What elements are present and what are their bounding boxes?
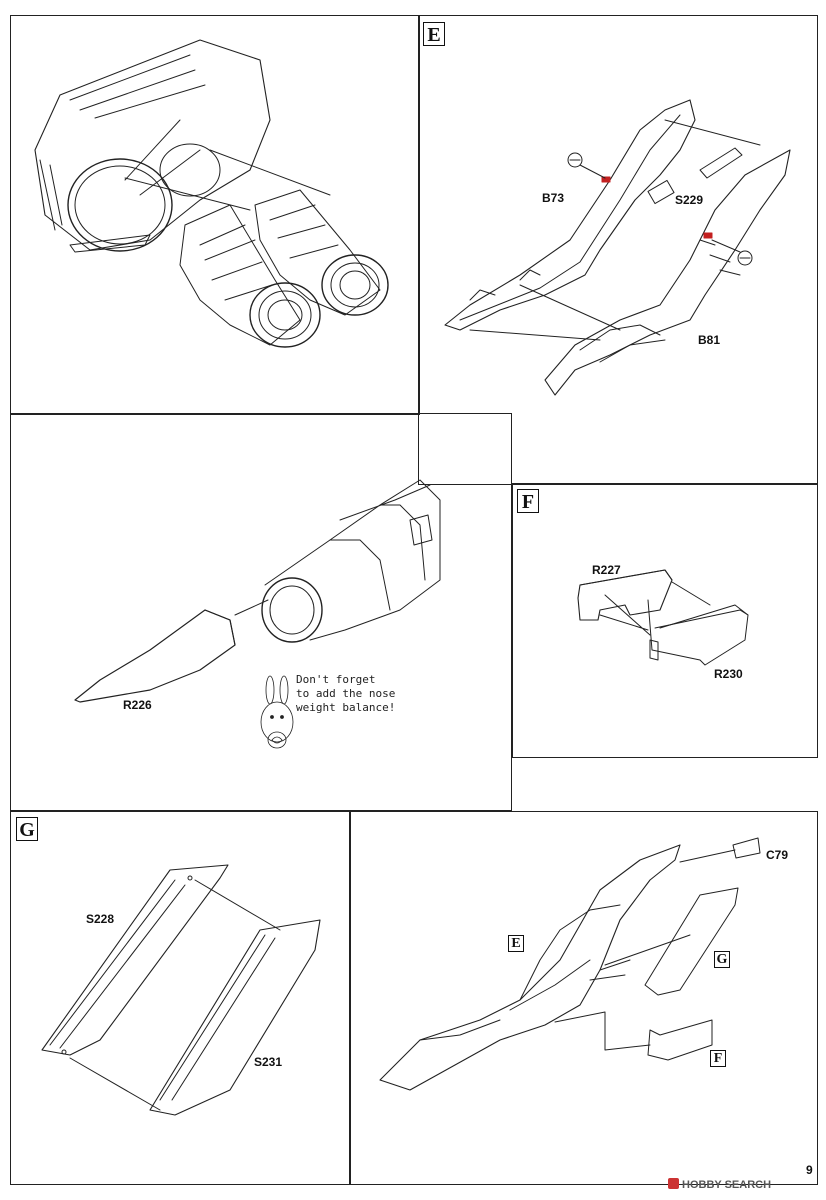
bunny-mascot-drawing	[260, 675, 294, 749]
step-g-drawing	[41, 864, 321, 1116]
part-label-b73: B73	[542, 191, 565, 205]
step-marker-g: G	[16, 817, 38, 841]
panel-nose-cone	[10, 413, 512, 811]
step-e-drawing	[444, 99, 791, 396]
part-label-r230: R230	[714, 667, 743, 681]
note-line-2: to add the nose	[296, 687, 396, 700]
step-marker-e: E	[423, 22, 445, 46]
engine-nozzle-drawing	[34, 39, 389, 348]
panel-step-g	[10, 811, 350, 1185]
note-line-3: weight balance!	[296, 701, 396, 714]
panel-engine-nozzles	[10, 15, 420, 415]
part-label-s231: S231	[254, 1055, 283, 1069]
part-label-c79: C79	[766, 848, 789, 862]
note-nose-weight: Don't forget to add the nose weight bala…	[296, 673, 395, 715]
note-line-1: Don't forget	[296, 673, 376, 686]
step-ref-e: E	[508, 935, 524, 952]
step-ref-g: G	[714, 951, 730, 968]
part-label-s228: S228	[86, 912, 115, 926]
page-number: 9	[806, 1163, 813, 1177]
nose-cone-drawing	[74, 479, 441, 749]
part-label-r226: R226	[123, 698, 152, 712]
panel-step-f	[512, 483, 818, 758]
step-marker-f: F	[517, 489, 539, 513]
final-assembly-drawing	[379, 837, 761, 1091]
step-ref-f: F	[710, 1050, 726, 1067]
part-label-s229: S229	[675, 193, 704, 207]
panel-step-e	[418, 15, 818, 485]
watermark-text: HOBBY SEARCH	[682, 1179, 772, 1191]
watermark: HOBBY SEARCH	[668, 1178, 771, 1191]
step-f-drawing	[577, 569, 749, 666]
part-label-b81: B81	[698, 333, 721, 347]
hobby-search-logo-icon	[668, 1178, 679, 1189]
part-label-r227: R227	[592, 563, 621, 577]
panel-final-assembly	[350, 811, 818, 1185]
